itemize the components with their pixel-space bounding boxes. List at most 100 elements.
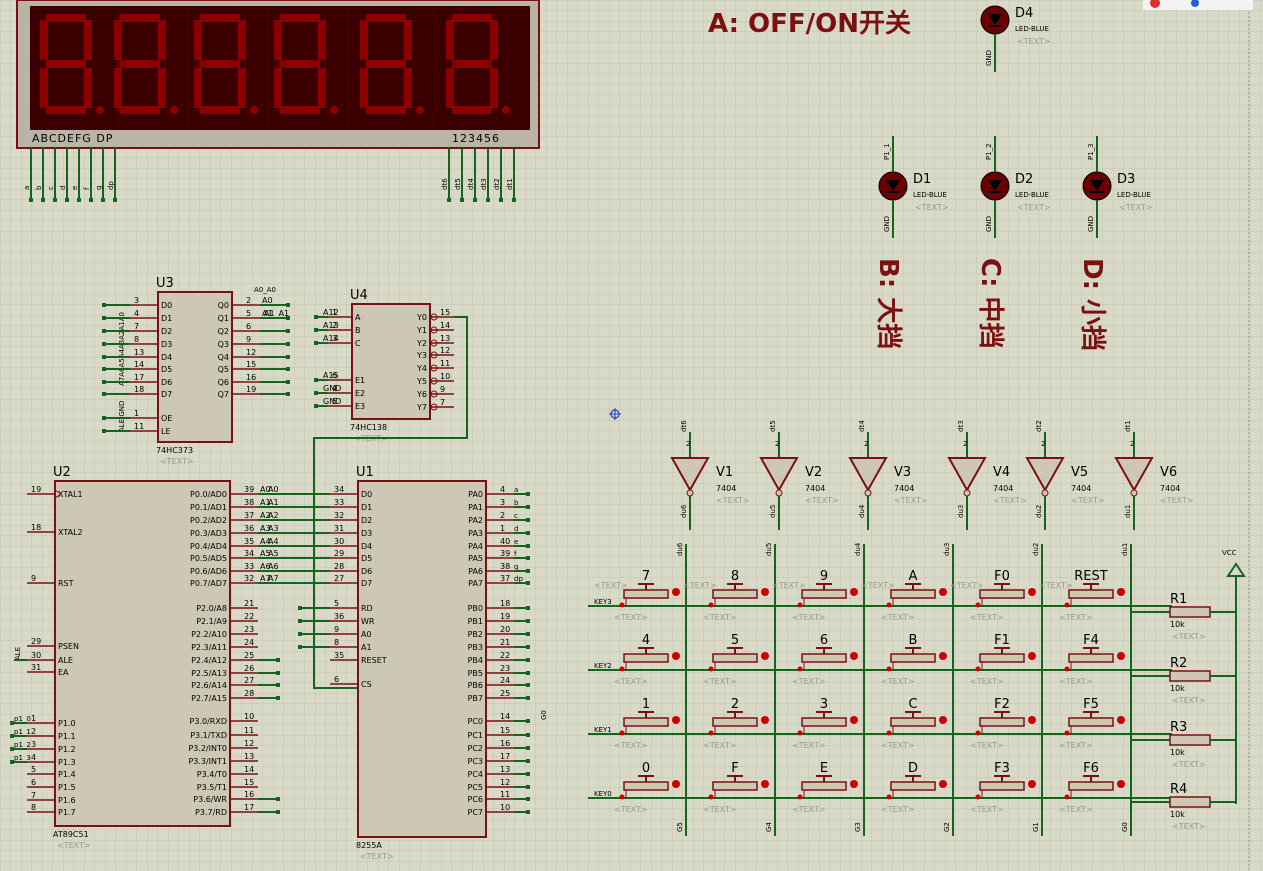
svg-text:LED-BLUE: LED-BLUE xyxy=(1015,191,1049,199)
svg-text:du2: du2 xyxy=(1032,543,1040,556)
svg-text:9: 9 xyxy=(31,574,36,583)
svg-text:U2: U2 xyxy=(53,465,71,480)
svg-text:KEY2: KEY2 xyxy=(594,662,612,670)
svg-text:<TEXT>: <TEXT> xyxy=(792,613,826,622)
svg-text:A12: A12 xyxy=(323,308,339,317)
svg-text:0: 0 xyxy=(642,761,650,776)
svg-text:16: 16 xyxy=(246,373,256,382)
svg-text:2: 2 xyxy=(500,511,505,520)
svg-text:PB1: PB1 xyxy=(468,617,483,626)
svg-text:12: 12 xyxy=(440,346,450,355)
svg-text:1: 1 xyxy=(134,409,139,418)
svg-text:P0.1/AD1: P0.1/AD1 xyxy=(190,503,227,512)
u2-at89c51[interactable]: U2AT89C51<TEXT>19XTAL118XTAL29RST29PSEN3… xyxy=(10,465,280,850)
svg-text:OE: OE xyxy=(161,414,172,423)
svg-text:37: 37 xyxy=(500,574,510,583)
svg-text:P3.4/T0: P3.4/T0 xyxy=(197,770,227,779)
svg-text:4: 4 xyxy=(332,384,337,393)
svg-text:P2.2/A10: P2.2/A10 xyxy=(191,630,227,639)
key-4: 4<TEXT> xyxy=(614,633,680,686)
svg-text:G3: G3 xyxy=(854,822,862,832)
svg-text:17: 17 xyxy=(134,373,144,382)
svg-text:<TEXT>: <TEXT> xyxy=(1017,37,1051,46)
svg-text:GND: GND xyxy=(1087,216,1095,232)
svg-text:25: 25 xyxy=(244,651,254,660)
svg-text:4: 4 xyxy=(500,485,505,494)
svg-text:dt6: dt6 xyxy=(680,420,688,432)
svg-text:38: 38 xyxy=(244,498,254,507)
svg-text:25: 25 xyxy=(500,689,510,698)
svg-text:PA6: PA6 xyxy=(468,567,483,576)
svg-text:B: B xyxy=(909,633,918,648)
svg-text:18: 18 xyxy=(134,385,144,394)
svg-text:29: 29 xyxy=(334,549,344,558)
svg-text:dt5: dt5 xyxy=(769,420,777,432)
u4-74hc138[interactable]: U474HC138<TEXT>1A2B3C6E14E25E315Y014Y113… xyxy=(313,288,468,689)
svg-text:32: 32 xyxy=(334,511,344,520)
svg-text:A7: A7 xyxy=(268,574,279,583)
key-5: 5<TEXT> xyxy=(703,633,769,686)
svg-text:GND: GND xyxy=(323,397,341,406)
svg-text:1: 1 xyxy=(31,714,36,723)
svg-text:<TEXT>: <TEXT> xyxy=(881,613,915,622)
svg-text:14: 14 xyxy=(500,712,510,721)
svg-text:G5: G5 xyxy=(676,822,684,832)
svg-text:F: F xyxy=(731,761,738,776)
svg-text:F3: F3 xyxy=(994,761,1010,776)
svg-text:2: 2 xyxy=(1130,440,1134,448)
speed-label-1: C: 中挡 xyxy=(975,258,1005,349)
svg-text:Q6: Q6 xyxy=(218,378,229,387)
svg-text:22: 22 xyxy=(244,612,254,621)
svg-text:2: 2 xyxy=(775,440,779,448)
svg-text:<TEXT>: <TEXT> xyxy=(970,613,1004,622)
u3-74hc373[interactable]: U374HC373<TEXT>3D04D17D28D313D414D517D61… xyxy=(102,276,290,466)
seg-pin-label: d xyxy=(59,186,67,190)
svg-text:PC2: PC2 xyxy=(468,744,484,753)
svg-text:P1.3: P1.3 xyxy=(58,758,76,767)
digit-6 xyxy=(446,14,510,114)
svg-text:12: 12 xyxy=(244,739,254,748)
svg-text:30: 30 xyxy=(31,651,41,660)
svg-text:D2: D2 xyxy=(1015,172,1033,187)
svg-text:<TEXT>: <TEXT> xyxy=(970,805,1004,814)
svg-text:PA3: PA3 xyxy=(468,529,483,538)
key-1: 1<TEXT> xyxy=(614,697,680,750)
svg-text:G0: G0 xyxy=(540,710,548,720)
svg-text:36: 36 xyxy=(334,612,344,621)
svg-text:ALE: ALE xyxy=(14,647,22,660)
svg-text:7: 7 xyxy=(440,398,445,407)
svg-text:P2.4/A12: P2.4/A12 xyxy=(191,656,227,665)
svg-text:D7: D7 xyxy=(361,579,372,588)
svg-text:P2.3/A11: P2.3/A11 xyxy=(191,643,227,652)
svg-text:A3: A3 xyxy=(260,524,271,533)
svg-text:du1: du1 xyxy=(1124,505,1132,518)
svg-text:13: 13 xyxy=(500,765,510,774)
svg-text:D: D xyxy=(908,761,918,776)
svg-text:D0: D0 xyxy=(361,490,372,499)
u1-8255a[interactable]: U18255A<TEXT>34D033D132D231D330D429D528D… xyxy=(298,465,548,861)
svg-text:Y0: Y0 xyxy=(416,313,427,322)
svg-text:P1.7: P1.7 xyxy=(58,808,76,817)
digit-pin-label: dt1 xyxy=(506,178,514,190)
svg-text:4: 4 xyxy=(31,753,36,762)
svg-text:8: 8 xyxy=(31,803,36,812)
svg-text:Y5: Y5 xyxy=(416,377,427,386)
svg-text:p1_1: p1_1 xyxy=(14,728,31,736)
svg-text:C: C xyxy=(355,339,361,348)
svg-text:4: 4 xyxy=(134,309,139,318)
svg-text:1: 1 xyxy=(332,308,337,317)
svg-text:34: 34 xyxy=(334,485,344,494)
svg-text:ALE: ALE xyxy=(58,656,73,665)
svg-text:17: 17 xyxy=(500,752,510,761)
svg-text:27: 27 xyxy=(334,574,344,583)
svg-text:Q4: Q4 xyxy=(218,353,229,362)
svg-text:D4: D4 xyxy=(161,353,172,362)
svg-text:E2: E2 xyxy=(355,389,365,398)
svg-text:A: A xyxy=(355,313,361,322)
svg-text:2: 2 xyxy=(864,440,868,448)
svg-text:P3.0/RXD: P3.0/RXD xyxy=(190,717,227,726)
